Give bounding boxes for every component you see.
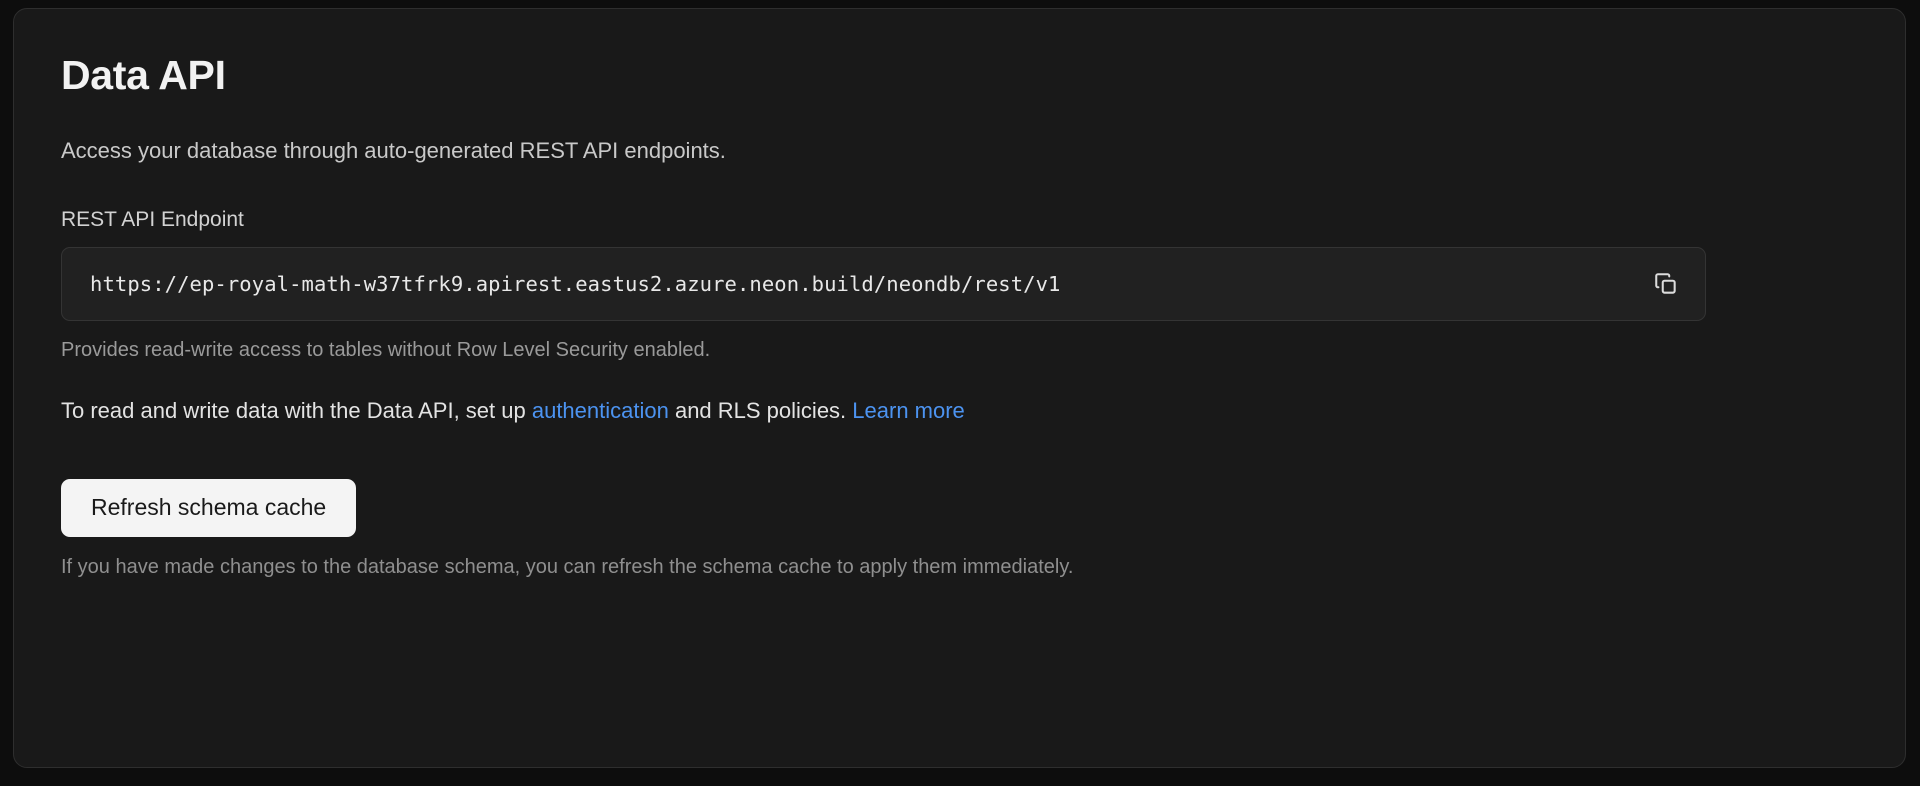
data-api-card: Data API Access your database through au… [13, 8, 1906, 768]
endpoint-field-label: REST API Endpoint [61, 207, 244, 231]
endpoint-input-row[interactable]: https://ep-royal-math-w37tfrk9.apirest.e… [61, 246, 1706, 321]
card-description: Access your database through auto-genera… [61, 138, 726, 164]
learn-more-link[interactable]: Learn more [852, 397, 965, 423]
refresh-schema-cache-button[interactable]: Refresh schema cache [61, 478, 357, 537]
copy-endpoint-button[interactable] [1649, 267, 1683, 301]
refresh-footer-note: If you have made changes to the database… [61, 555, 1074, 578]
refresh-button-wrapper: Refresh schema cache [61, 448, 1858, 537]
rls-text-middle: and RLS policies. [668, 397, 853, 423]
rls-text-before: To read and write data with the Data API… [61, 397, 532, 423]
authentication-link[interactable]: authentication [531, 397, 669, 423]
page-title: Data API [61, 52, 226, 98]
endpoint-url-value[interactable]: https://ep-royal-math-w37tfrk9.apirest.e… [90, 271, 1061, 296]
copy-icon [1653, 271, 1679, 297]
endpoint-helper-text: Provides read-write access to tables wit… [61, 338, 711, 361]
rls-setup-paragraph: To read and write data with the Data API… [61, 397, 1858, 426]
